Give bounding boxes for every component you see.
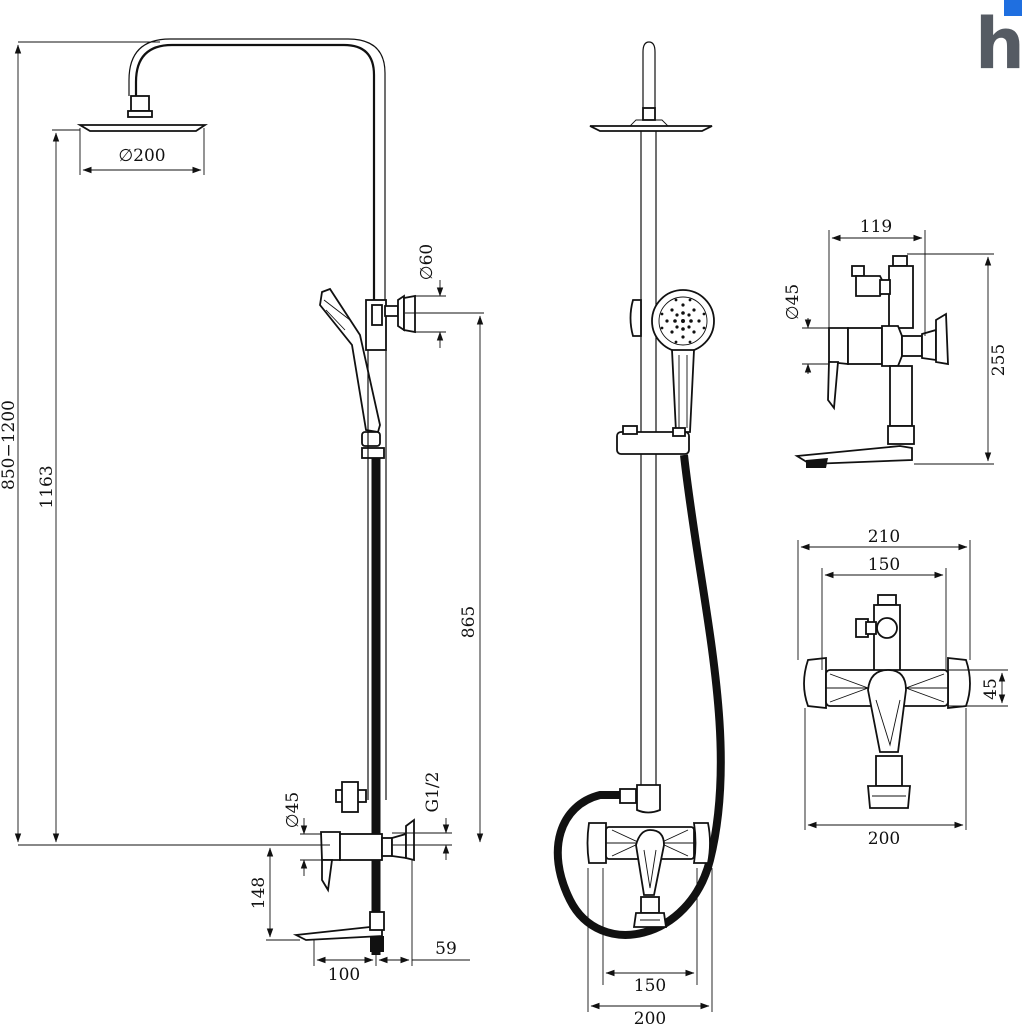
top-view-dimensions: 210 150 45 200 <box>797 527 1008 849</box>
mixer-top-view <box>803 594 971 809</box>
arm-nut <box>130 95 150 112</box>
dim-thread: G1/2 <box>423 772 443 813</box>
dim-head-diameter: ∅200 <box>118 146 165 166</box>
dim-side-diameter: ∅45 <box>783 284 803 320</box>
top-left-escutcheon <box>803 656 827 710</box>
dim-front-width: 200 <box>634 1009 666 1024</box>
brand-logo: h <box>975 0 1022 85</box>
dim-spout-height: 148 <box>249 877 269 909</box>
dim-1163: 1163 <box>37 465 57 508</box>
dim-spout-offset: 59 <box>435 939 457 959</box>
mixer-handle-nut <box>405 818 415 862</box>
side-view-dimensions: 850−1200 1163 ∅200 ∅60 865 G1/2 ∅45 148 <box>0 41 484 985</box>
mixer-body <box>339 833 383 861</box>
top-diverter-column <box>873 604 901 672</box>
dim-inlet-diameter: ∅45 <box>283 792 303 828</box>
logo-accent-block <box>1004 0 1022 16</box>
detail-mixer-body <box>847 327 883 365</box>
dim-side-height: 255 <box>989 344 1009 376</box>
front-slider-holder <box>616 431 690 455</box>
front-view <box>553 41 725 939</box>
riser-lower <box>367 350 387 800</box>
logo-letter: h <box>975 3 1022 85</box>
dim-holder-diameter: ∅60 <box>417 244 437 280</box>
rain-shower-head <box>76 124 208 132</box>
shower-arm-inner <box>128 38 386 300</box>
dim-top-depth: 45 <box>981 678 1001 700</box>
front-mixer-lever <box>635 829 665 896</box>
dim-total-height: 850−1200 <box>0 400 19 490</box>
mixer-side-detail <box>794 255 949 468</box>
dim-front-centers: 150 <box>634 976 666 996</box>
dim-spout-reach: 100 <box>328 965 360 985</box>
front-spout <box>640 896 660 914</box>
front-riser <box>640 131 657 790</box>
side-view <box>76 38 416 955</box>
front-diverter <box>636 784 661 814</box>
shower-arm-outer <box>134 43 376 300</box>
front-hand-shower-handle <box>671 349 695 433</box>
front-view-dimensions: 150 200 <box>587 868 713 1024</box>
detail-mixer-handle <box>935 312 949 366</box>
dim-top-width: 210 <box>868 527 900 547</box>
mixer-inlet-left <box>320 831 341 861</box>
detail-diverter-column <box>888 265 914 329</box>
top-right-escutcheon <box>947 656 971 710</box>
bath-spout <box>292 926 383 941</box>
mixer-lever <box>321 859 334 893</box>
nozzle-pattern <box>660 298 706 344</box>
top-spout <box>867 785 911 809</box>
side-detail-dimensions: 119 ∅45 255 <box>783 217 1009 465</box>
hand-shower-clip <box>361 431 381 447</box>
dim-top-base-width: 200 <box>868 829 900 849</box>
front-hose <box>553 454 725 939</box>
front-arm <box>642 41 656 108</box>
front-rain-head <box>589 125 713 132</box>
dim-top-centers: 150 <box>868 555 900 575</box>
detail-lever <box>827 361 839 411</box>
top-mixer-lever <box>867 669 907 753</box>
dim-side-depth: 119 <box>860 217 892 237</box>
dim-865: 865 <box>459 606 479 638</box>
